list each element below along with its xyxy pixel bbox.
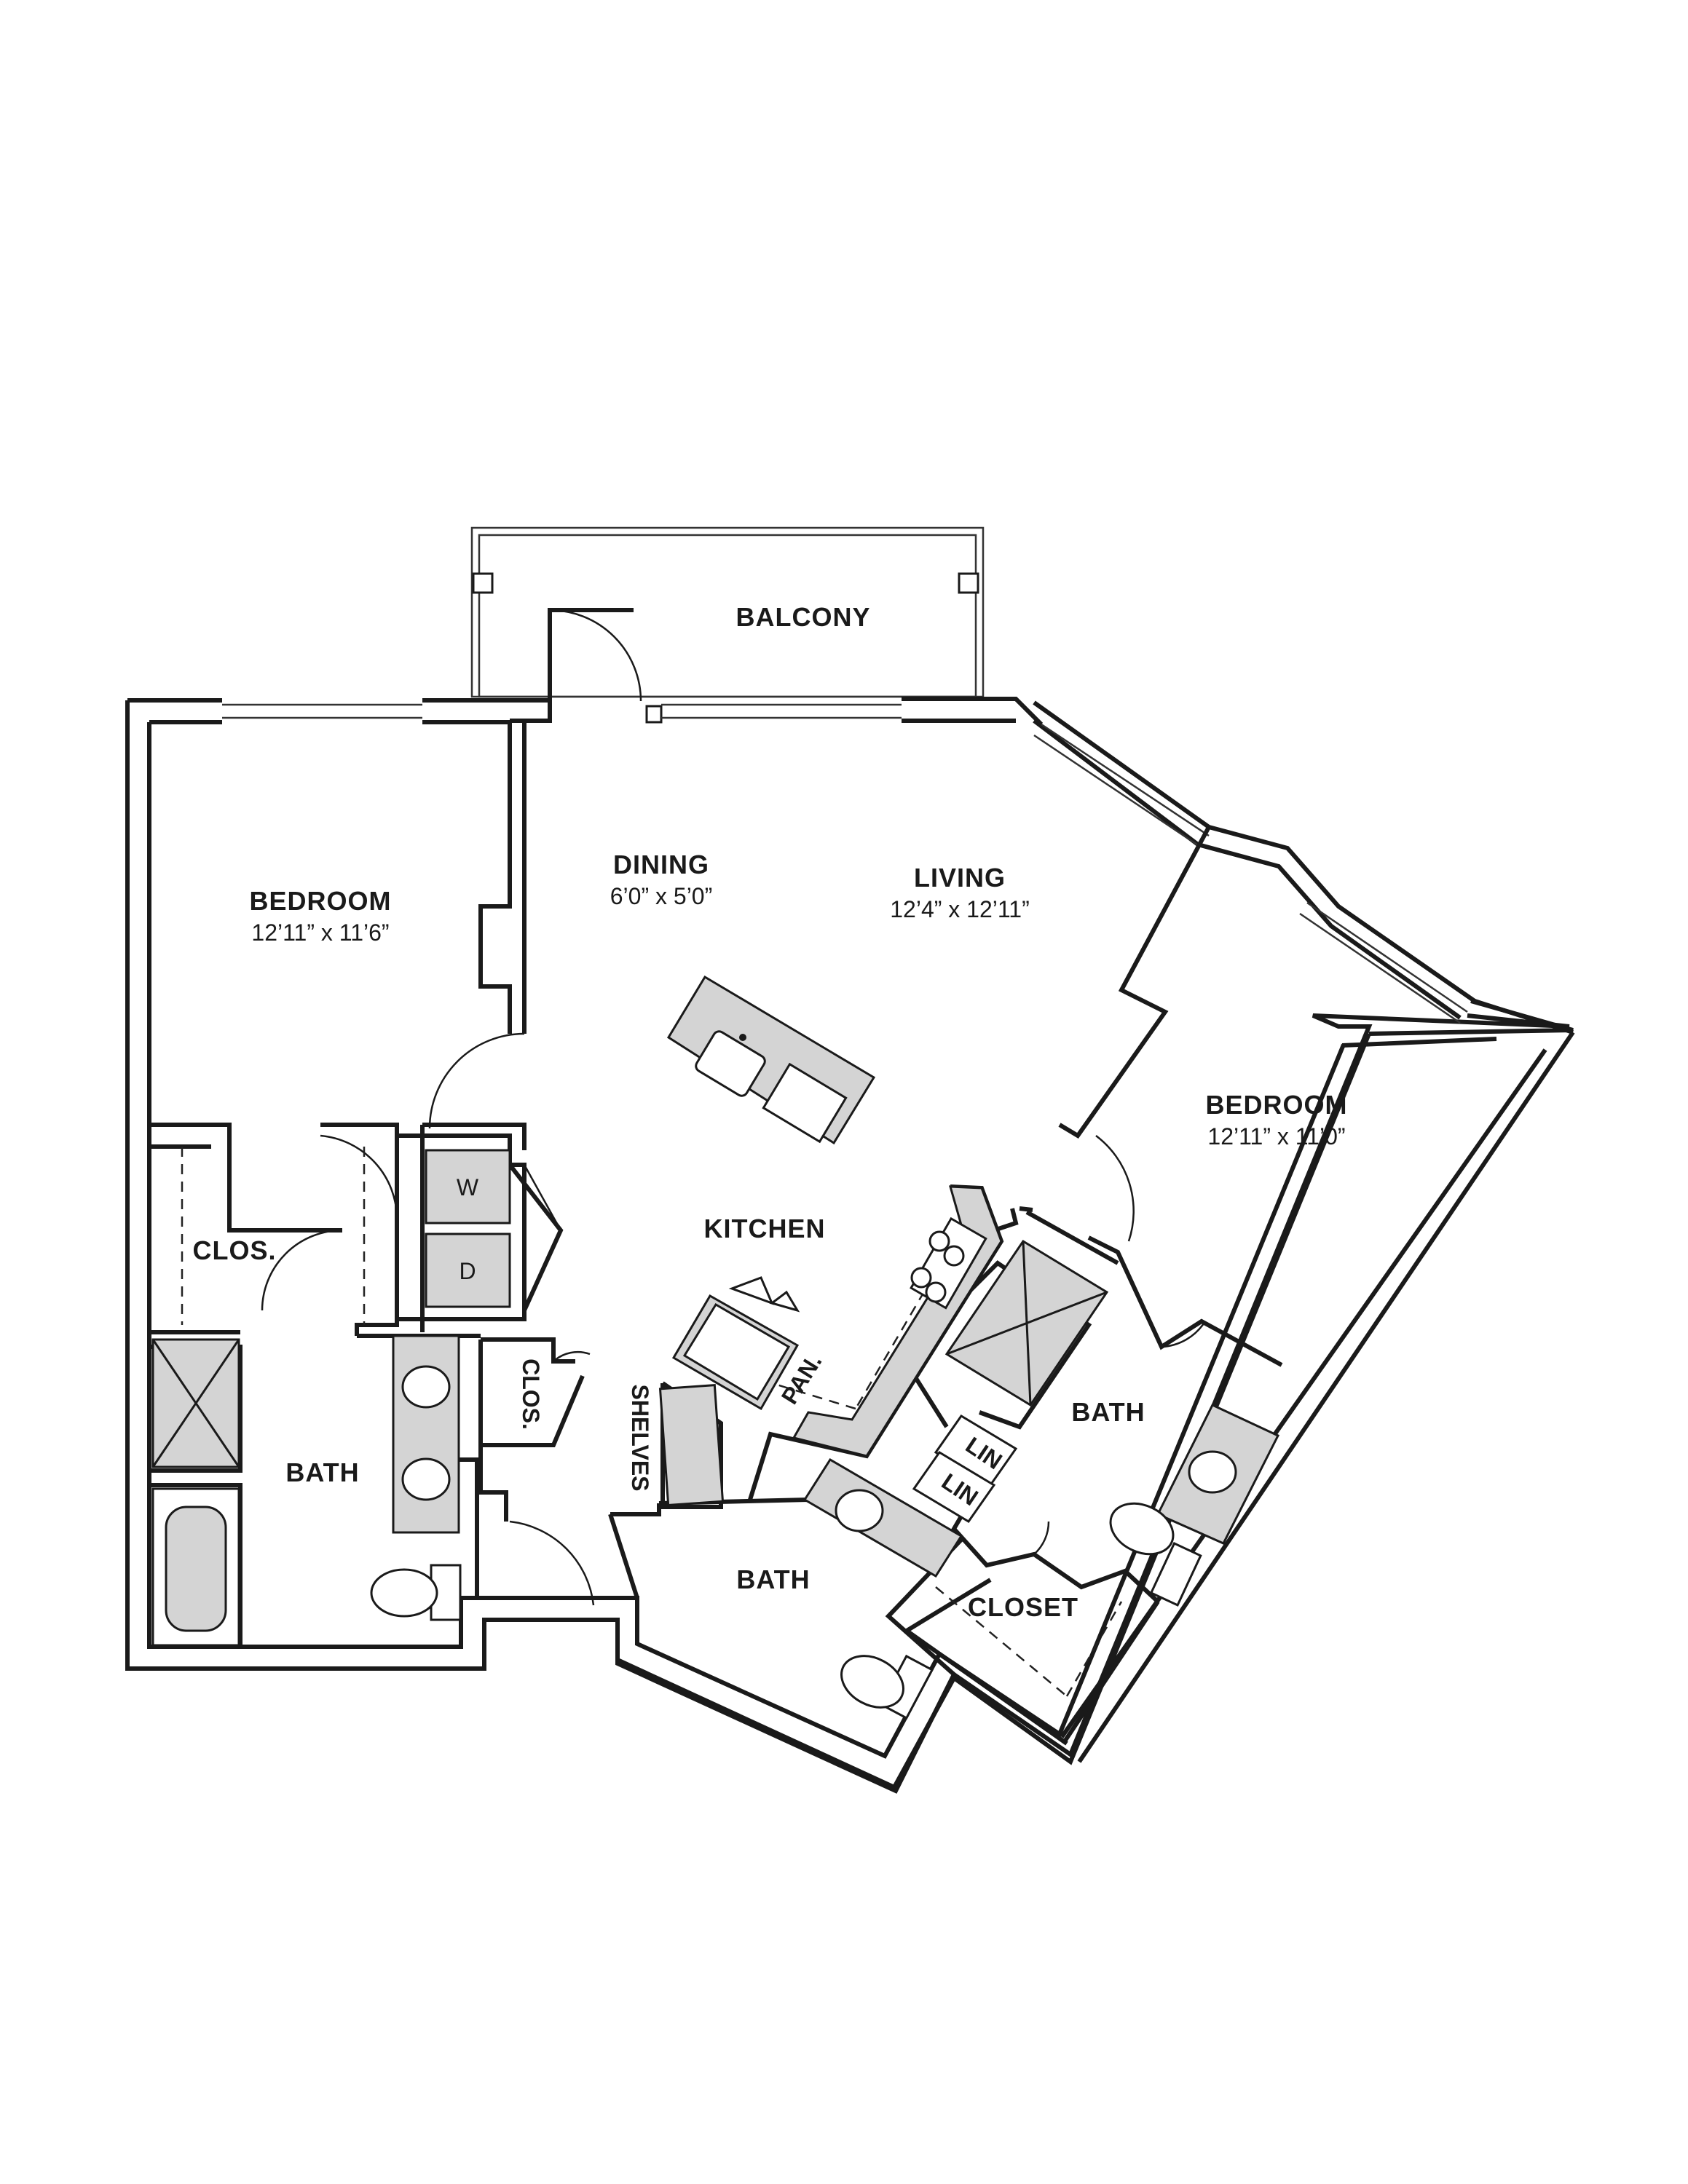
living-dims: 12’4” x 12’11”	[890, 896, 1030, 922]
exterior-walls	[125, 608, 1575, 1794]
washer-dryer	[425, 1149, 511, 1308]
bedroom-left-dims: 12’11” x 11’6”	[251, 919, 389, 946]
windows	[222, 703, 1468, 1024]
bath-left-fixtures	[151, 1334, 462, 1647]
kitchen-counter	[671, 1185, 1003, 1457]
kitchen-label: KITCHEN	[704, 1214, 826, 1243]
dining-dims: 6’0” x 5’0”	[610, 883, 713, 909]
bath-left-label: BATH	[285, 1457, 359, 1487]
kitchen-island	[666, 975, 876, 1145]
balcony-label: BALCONY	[736, 602, 871, 632]
closet-left-label: CLOS.	[192, 1235, 276, 1265]
living-label: LIVING	[914, 863, 1006, 893]
dryer-label: D	[459, 1258, 476, 1284]
bath-mid-fixtures	[802, 1457, 963, 1720]
closet-right-label: CLOSET	[968, 1592, 1078, 1622]
balcony	[470, 526, 985, 724]
dining-label: DINING	[613, 850, 709, 879]
linen-closets	[912, 1414, 1018, 1524]
closet-mid-label: CLOS.	[518, 1358, 544, 1430]
bedroom-right-label: BEDROOM	[1206, 1090, 1348, 1120]
bedroom-left-label: BEDROOM	[250, 886, 392, 916]
bedroom-right-dims: 12’11” x 11’0”	[1207, 1123, 1345, 1150]
bath-right-label: BATH	[1071, 1397, 1145, 1427]
shelves-unit	[658, 1384, 725, 1507]
bath-mid-label: BATH	[736, 1564, 810, 1594]
doors	[261, 609, 1207, 1606]
closet-shelves	[181, 1147, 1123, 1697]
bath-right-fixtures	[944, 1239, 1280, 1607]
shelves-label: SHELVES	[627, 1385, 653, 1492]
washer-label: W	[457, 1174, 479, 1200]
